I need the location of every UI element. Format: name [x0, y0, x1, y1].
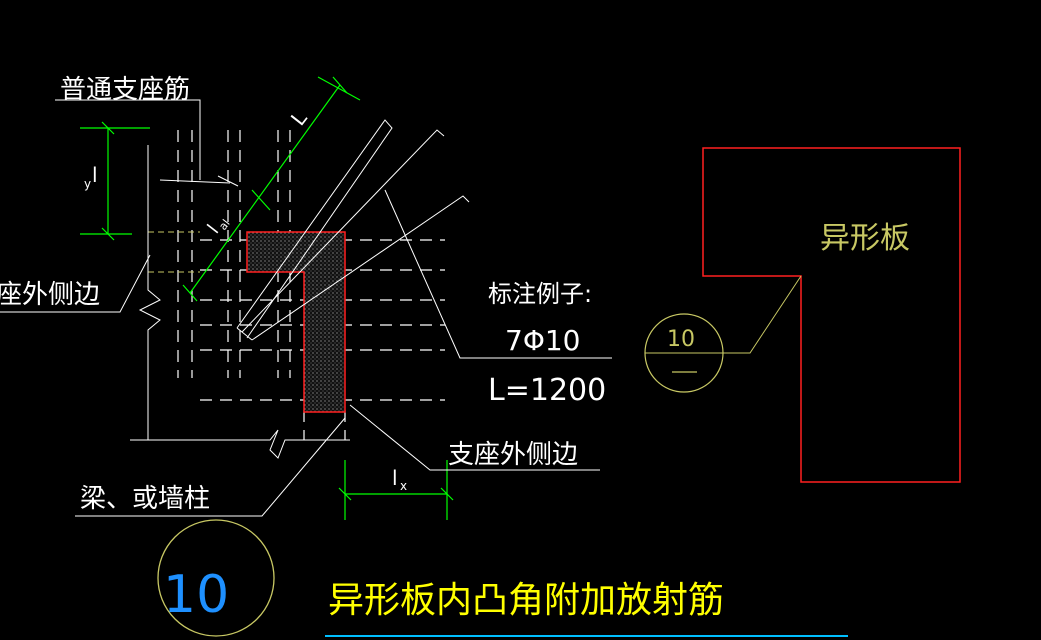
- irregular-slab-outline: [702, 147, 961, 483]
- break-line-left: [138, 145, 161, 440]
- reference-number: 10: [667, 327, 695, 352]
- leader-lines: [0, 99, 612, 517]
- break-line-bottom: [130, 429, 350, 459]
- svg-text:al: al: [216, 217, 232, 233]
- rebar-right-vertical: [303, 410, 346, 440]
- label-length-spec: L=1200: [488, 373, 606, 408]
- dim-L-label: L: [286, 106, 312, 130]
- label-support-outer-left: 座外侧边: [0, 280, 100, 310]
- detail-number-bubble: 10: [157, 519, 275, 637]
- label-rebar-spec: 7Φ10: [505, 324, 580, 357]
- drawing-title: 异形板内凸角附加放射筋: [328, 580, 724, 621]
- label-irregular-slab: 异形板: [820, 221, 910, 256]
- dim-lx-label: l x: [392, 466, 407, 493]
- label-beam-or-wall: 梁、或墙柱: [80, 484, 210, 514]
- reference-bubble: 10: [644, 275, 802, 393]
- svg-text:x: x: [400, 479, 407, 493]
- svg-text:y: y: [84, 177, 91, 191]
- label-annotation-example: 标注例子:: [488, 280, 592, 308]
- dimension-lines: [80, 76, 454, 520]
- label-support-rebar: 普通支座筋: [60, 75, 190, 105]
- beam-wall-section: [246, 231, 346, 413]
- dim-ly-label: l y: [84, 163, 98, 191]
- svg-text:l: l: [392, 466, 398, 490]
- label-support-outer-right: 支座外侧边: [448, 440, 578, 470]
- radial-rebars: [236, 119, 470, 341]
- svg-text:l: l: [92, 163, 98, 187]
- detail-number: 10: [163, 565, 229, 625]
